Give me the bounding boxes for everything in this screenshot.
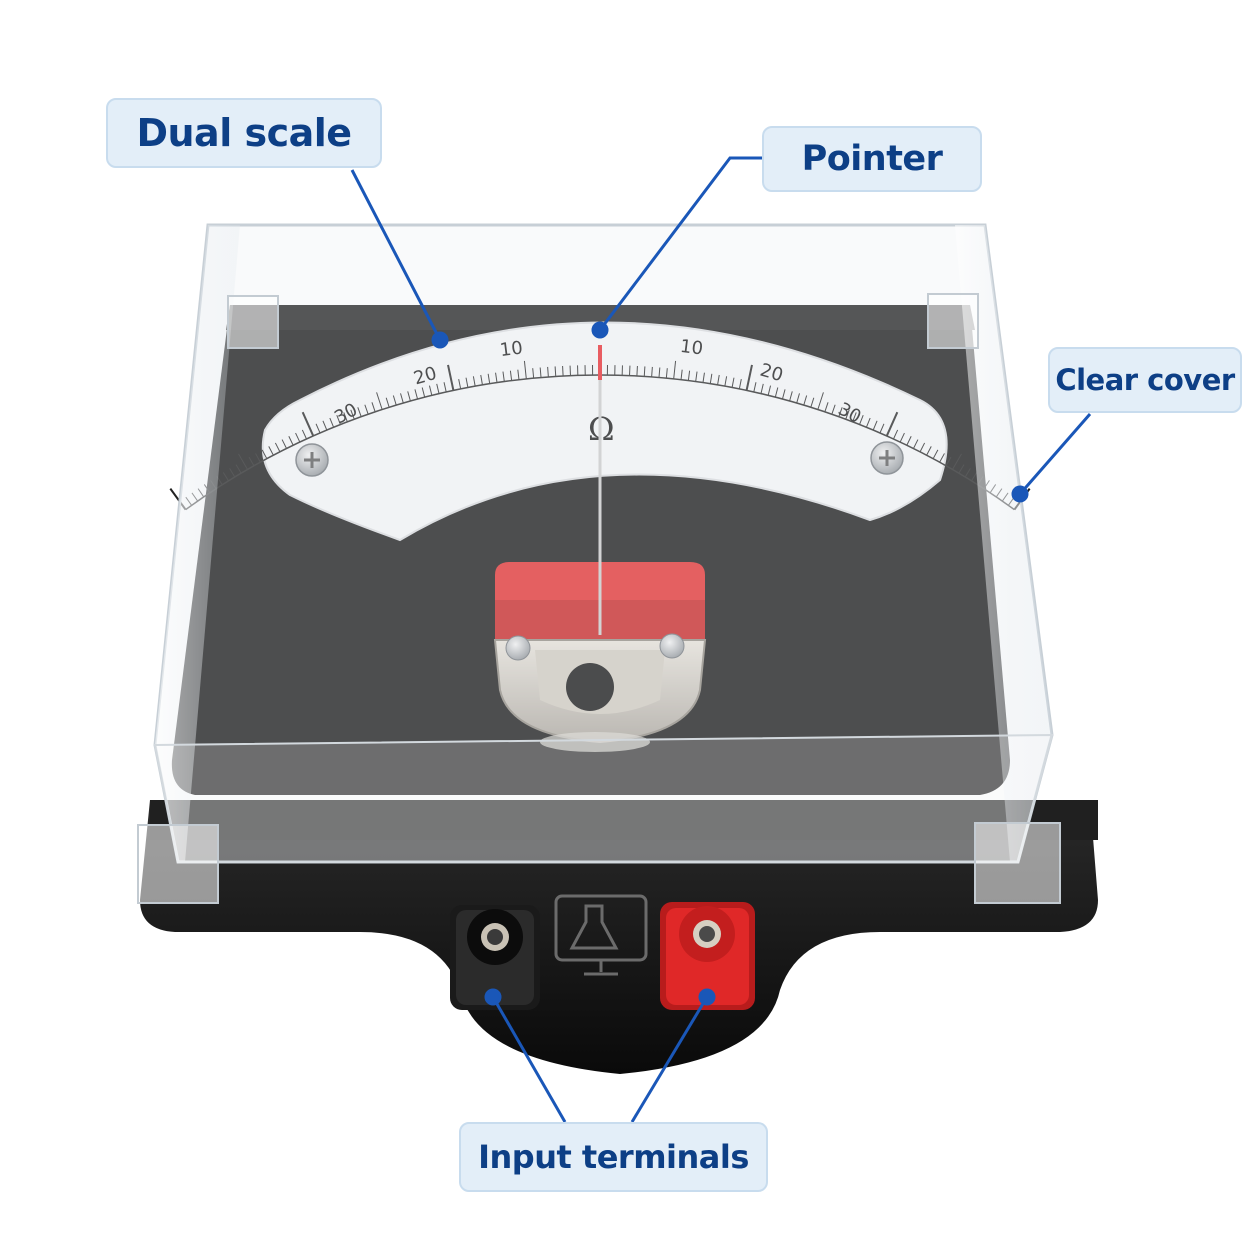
clear-cover-callout: Clear cover — [1048, 347, 1242, 413]
input-terminals-callout: Input terminals — [459, 1122, 768, 1192]
dual-scale-callout: Dual scale — [106, 98, 382, 168]
clear-cover-leader — [1013, 414, 1090, 501]
pointer-callout: Pointer — [762, 126, 982, 192]
